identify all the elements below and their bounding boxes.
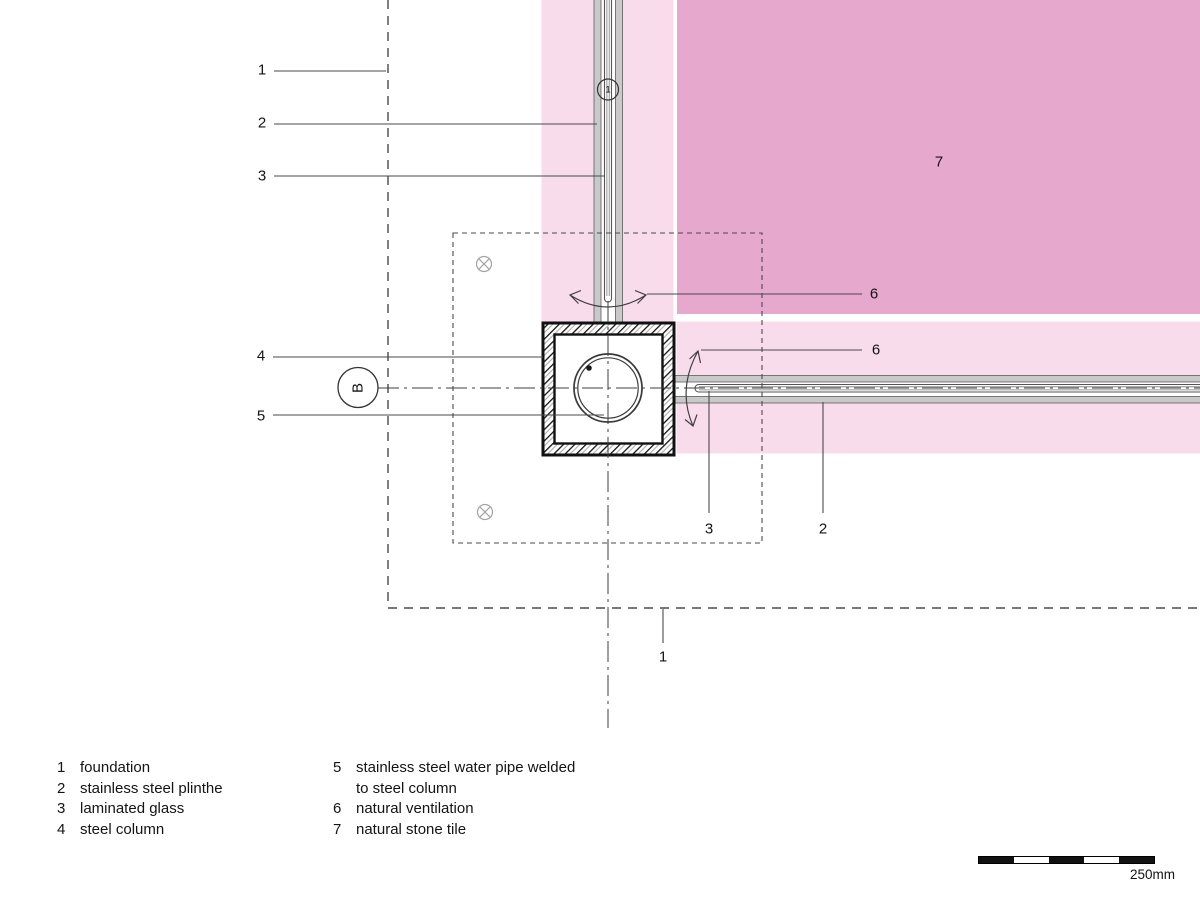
callout-6-vent-top: 6: [869, 285, 879, 303]
legend-num: 6: [333, 800, 342, 818]
plinthe-strip-right: [615, 0, 623, 323]
callout-1-foundation-bottom: 1: [658, 648, 668, 666]
glass-unit-marker-circle: [596, 78, 620, 101]
callout-4-column: 4: [256, 347, 266, 365]
legend-label: natural stone tile: [356, 820, 467, 838]
legend-item: 2 stainless steel plinthe: [57, 779, 223, 800]
arrowhead: [634, 289, 648, 304]
arrowhead: [689, 349, 702, 364]
callout-3-glass-bottom: 3: [704, 520, 714, 538]
legend-item: 6 natural ventilation: [333, 799, 575, 820]
scale-segment: [979, 857, 1014, 863]
crossed-circle-icon: [475, 255, 493, 273]
legend-label: foundation: [80, 759, 151, 776]
arrowhead: [684, 414, 698, 428]
legend-item: 3 laminated glass: [57, 799, 223, 820]
plinthe-strip-top: [673, 375, 1200, 383]
scale-segment: [1119, 857, 1154, 863]
crossed-circle-icon: [476, 503, 494, 521]
legend-num: 2: [57, 779, 66, 797]
legend-label: laminated glass: [80, 800, 185, 818]
callout-5-pipe: 5: [256, 407, 266, 425]
legend-item: 5 stainless steel water pipe welded: [333, 758, 575, 779]
legend-column-2: 5 stainless steel water pipe welded to s…: [333, 758, 575, 840]
scale-segment: [1049, 857, 1084, 863]
plinthe-strip-bottom: [673, 396, 1200, 404]
legend-label: steel column: [80, 820, 165, 838]
legend-item: 1 foundation: [57, 758, 223, 779]
callout-3-glass: 3: [257, 167, 267, 185]
scale-label: 250mm: [1129, 867, 1175, 882]
legend-num: 1: [57, 759, 66, 776]
legend-item: 4 steel column: [57, 820, 223, 841]
legend-num: [333, 779, 356, 800]
weld-dot: [586, 365, 592, 371]
section-marker-circle: [337, 366, 379, 409]
legend-num: 3: [57, 800, 66, 818]
legend-item: 7 natural stone tile: [333, 820, 575, 841]
ventilation-arrow-side: [685, 350, 699, 427]
scale-segment: [1014, 857, 1049, 863]
legend-num: 7: [333, 820, 342, 838]
glass-unit-marker-label: 1: [605, 84, 611, 96]
callout-2-plinthe-bottom: 2: [818, 520, 828, 538]
legend-label: stainless steel water pipe welded: [356, 759, 576, 776]
laminated-glass-vertical: [603, 0, 613, 303]
callout-6-vent-side: 6: [871, 341, 881, 359]
ventilation-arrow-top: [569, 294, 647, 308]
foundation-dashed-outline: [387, 0, 1200, 609]
callout-7-stone: 7: [934, 153, 944, 171]
plinthe-strip-left: [593, 0, 602, 323]
callout-2-plinthe: 2: [257, 114, 267, 132]
legend-label: to steel column: [356, 779, 457, 797]
arrowhead: [568, 289, 582, 304]
legend-num: 5: [333, 759, 342, 776]
legend-label: natural ventilation: [356, 800, 474, 818]
legend-item: to steel column: [333, 779, 575, 800]
section-marker-label: B: [349, 382, 367, 394]
legend-label: stainless steel plinthe: [80, 779, 223, 797]
stone-tile-field: [677, 0, 1200, 314]
callout-1-foundation: 1: [257, 61, 267, 79]
leader-lines: [273, 70, 862, 643]
scale-segment: [1084, 857, 1119, 863]
scale-bar: [978, 856, 1155, 864]
legend-column-1: 1 foundation 2 stainless steel plinthe 3…: [57, 758, 223, 840]
legend-num: 4: [57, 820, 66, 838]
